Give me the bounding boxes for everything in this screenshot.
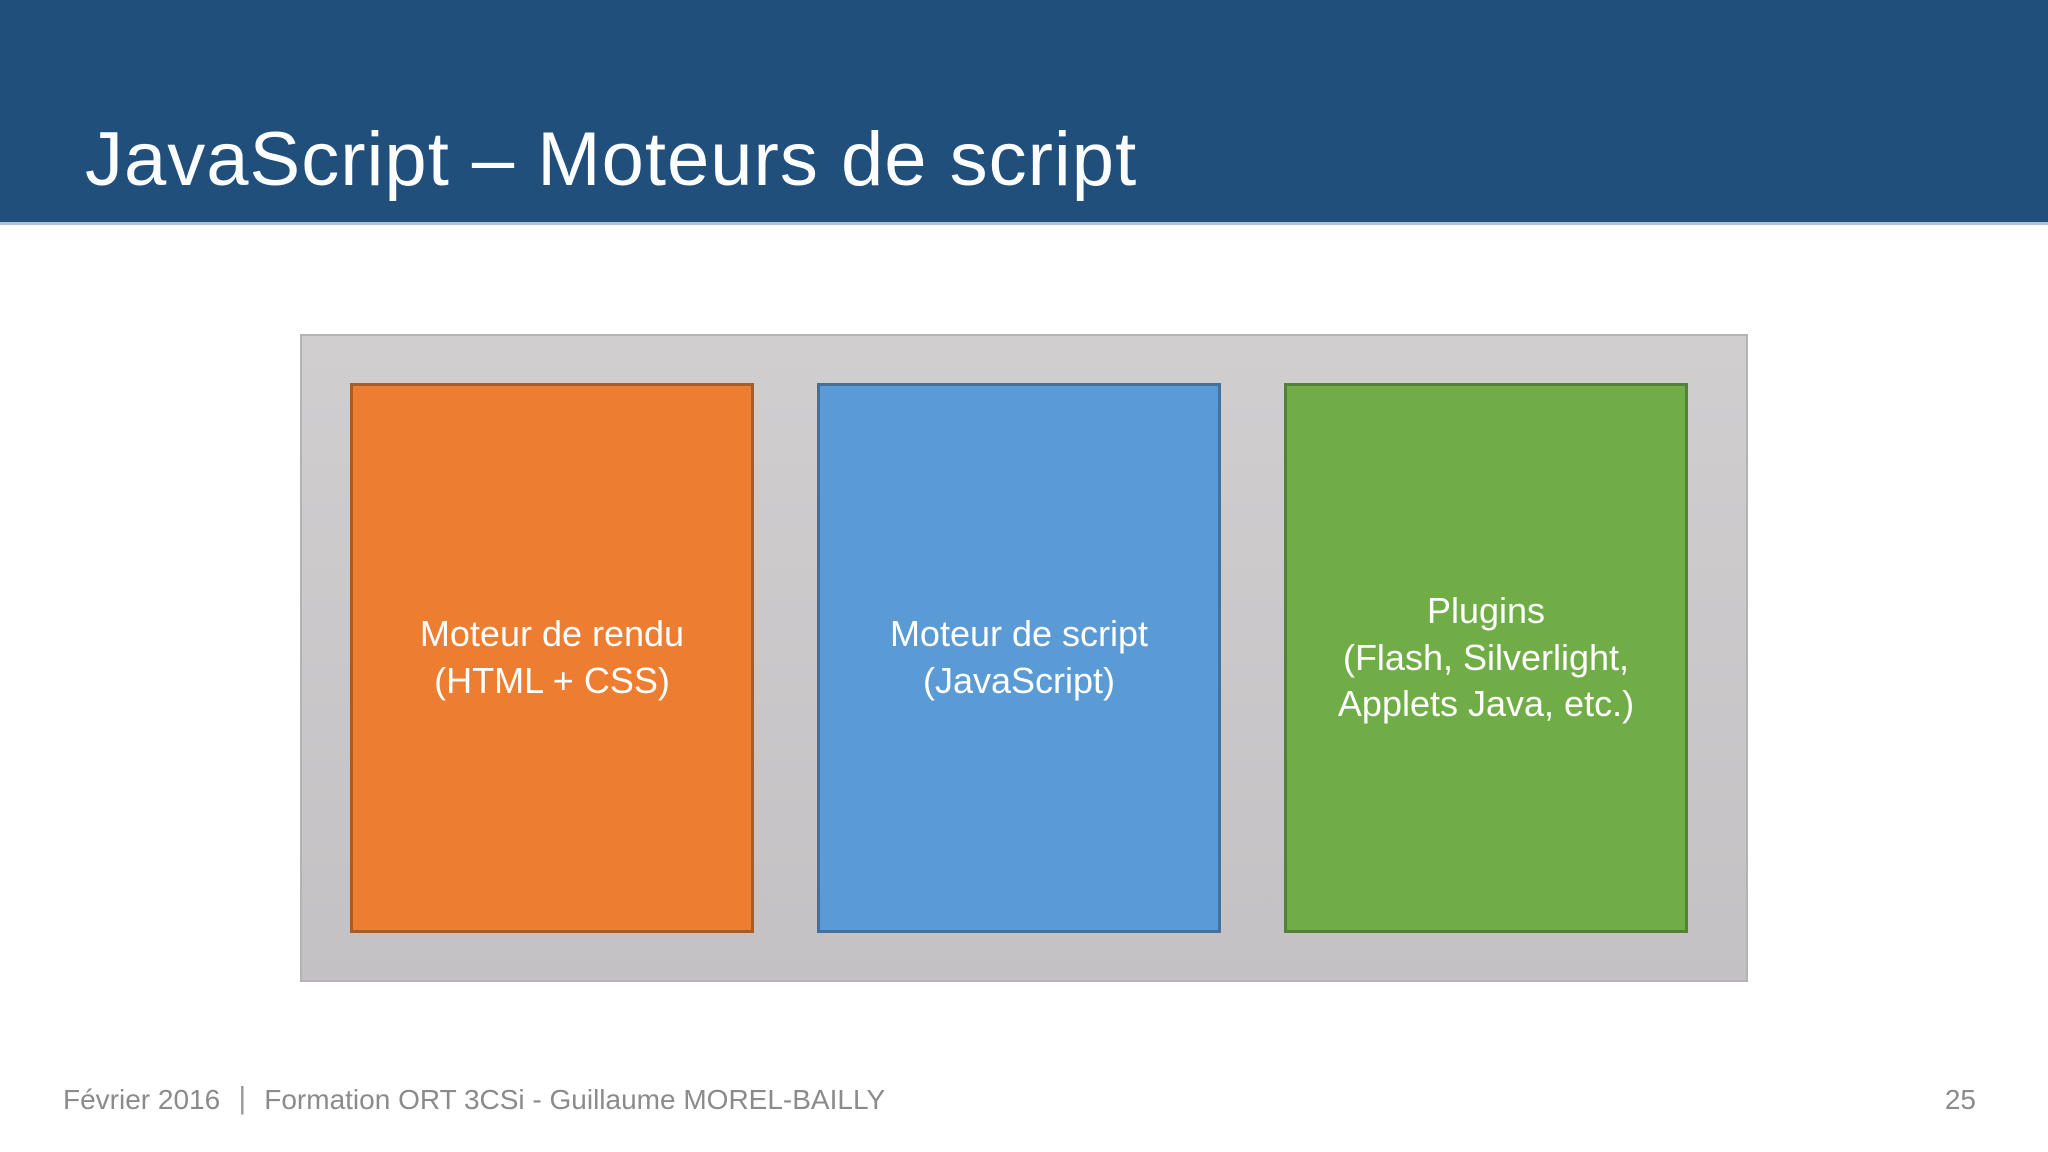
diagram-container: Moteur de rendu (HTML + CSS) Moteur de s… [300,334,1748,982]
footer-course-author: Formation ORT 3CSi - Guillaume MOREL-BAI… [264,1084,886,1115]
diagram-box-script-engine: Moteur de script (JavaScript) [817,383,1221,933]
box-label-line: (JavaScript) [922,660,1116,701]
slide-title: JavaScript – Moteurs de script [85,117,1138,202]
footer-info: Février 2016 | Formation ORT 3CSi - Guil… [63,1080,886,1118]
slide-footer: Février 2016 | Formation ORT 3CSi - Guil… [63,1080,1976,1118]
diagram-box-rendering-engine: Moteur de rendu (HTML + CSS) [350,383,754,933]
box-label-line: Applets Java, etc.) [1337,683,1635,725]
box-label-line: Plugins [1426,589,1546,631]
diagram-box-plugins: Plugins (Flash, Silverlight, Applets Jav… [1284,383,1688,933]
footer-separator: | [238,1080,247,1115]
box-label-line: (HTML + CSS) [434,660,670,701]
footer-date: Février 2016 [63,1084,221,1115]
slide-header-band: JavaScript – Moteurs de script [0,0,2048,225]
box-label-line: Moteur de rendu [419,613,685,655]
box-label-line: Moteur de script [889,613,1149,655]
box-label-line: (Flash, Silverlight, [1342,636,1630,678]
page-number: 25 [1944,1084,1976,1115]
